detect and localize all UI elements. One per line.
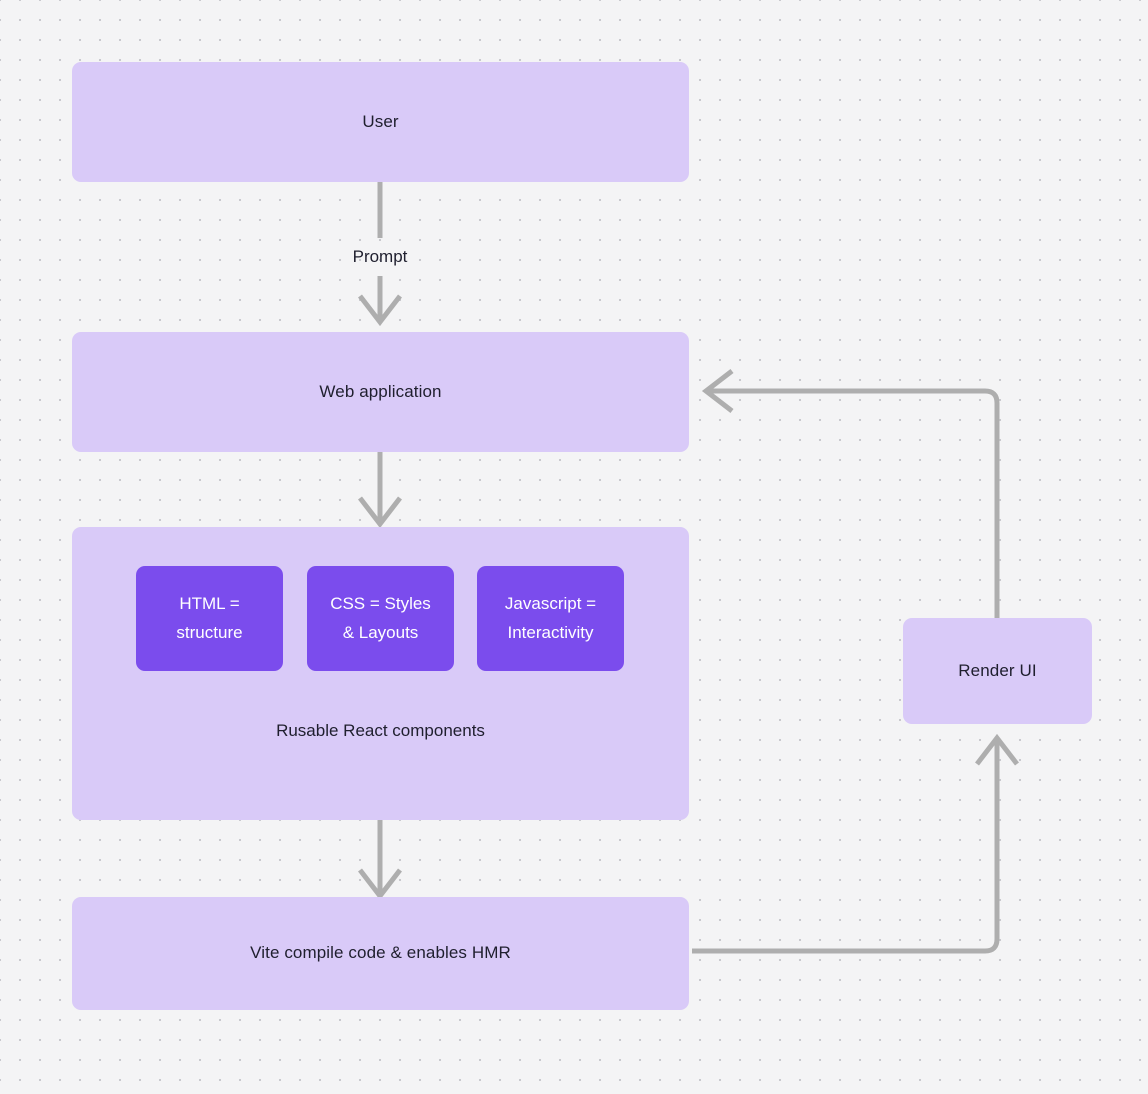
- node-html-line1: HTML =: [179, 593, 240, 613]
- arrowhead-web-application-to-components: [358, 496, 402, 529]
- edge-vite-to-render-ui: [692, 738, 1000, 954]
- arrowhead-render-ui-to-web-application: [701, 369, 734, 413]
- edge-label-prompt: Prompt: [352, 247, 408, 266]
- node-css[interactable]: CSS = Styles & Layouts: [307, 566, 454, 671]
- arrowhead-prompt-to-web-application: [358, 294, 402, 327]
- node-css-line1: CSS = Styles: [330, 593, 431, 613]
- edge-render-ui-to-web-application: [706, 388, 1000, 618]
- node-javascript[interactable]: Javascript = Interactivity: [477, 566, 624, 671]
- node-css-label: CSS = Styles & Layouts: [322, 590, 439, 648]
- node-html-line2: structure: [176, 622, 243, 642]
- node-web-application-label: Web application: [319, 381, 442, 401]
- node-user-label: User: [362, 111, 399, 131]
- node-css-line2: & Layouts: [342, 622, 419, 642]
- node-user[interactable]: User: [72, 62, 689, 182]
- node-components-group[interactable]: HTML = structure CSS = Styles & Layouts …: [72, 527, 689, 820]
- node-javascript-line1: Javascript =: [504, 593, 597, 613]
- node-javascript-label: Javascript = Interactivity: [497, 590, 604, 648]
- node-components-group-caption: Rusable React components: [276, 721, 485, 740]
- node-render-ui-label: Render UI: [958, 660, 1037, 680]
- arrowhead-vite-to-render-ui: [975, 733, 1019, 766]
- node-html[interactable]: HTML = structure: [136, 566, 283, 671]
- node-vite[interactable]: Vite compile code & enables HMR: [72, 897, 689, 1010]
- node-javascript-line2: Interactivity: [507, 622, 594, 642]
- node-render-ui[interactable]: Render UI: [903, 618, 1092, 724]
- node-web-application[interactable]: Web application: [72, 332, 689, 452]
- node-vite-label: Vite compile code & enables HMR: [250, 943, 511, 963]
- node-html-label: HTML = structure: [168, 590, 250, 648]
- arrowhead-components-to-vite: [358, 868, 402, 901]
